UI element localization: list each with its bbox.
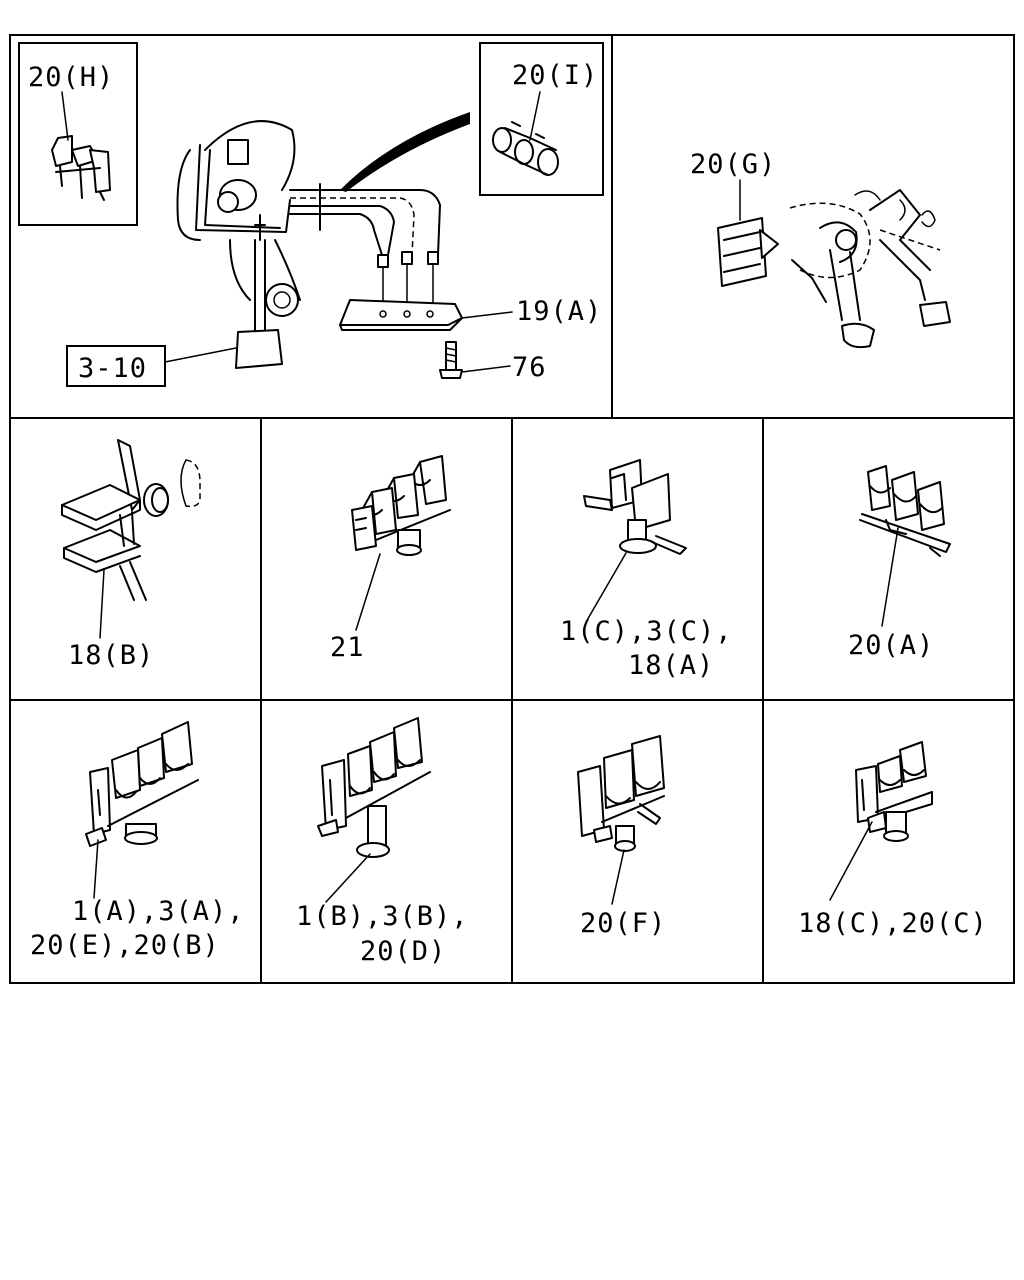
inset-20h: 20(H) — [18, 42, 138, 226]
panel-20g: 20(G) — [690, 149, 951, 349]
cell-1c-3c-18a: 1(C),3(C), 18(A) — [560, 459, 733, 681]
label-18b: 18(B) — [68, 640, 154, 671]
panel-pedal-assembly: 20(H) 20(I) — [18, 42, 604, 387]
label-20a: 20(A) — [848, 630, 934, 661]
clip-20a-icon — [859, 465, 951, 557]
label-1a-3a-line2: 20(E),20(B) — [30, 930, 220, 961]
inset-20h-label: 20(H) — [28, 62, 114, 93]
cell-20a: 20(A) — [848, 465, 951, 661]
label-1b-3b-line2: 20(D) — [360, 936, 446, 967]
label-20f: 20(F) — [580, 908, 666, 939]
cell-18b: 18(B) — [61, 439, 201, 671]
pedal-assembly-icon — [176, 120, 441, 369]
callout-76: 76 — [512, 352, 547, 383]
label-21: 21 — [330, 632, 365, 663]
ref-box-3-10: 3-10 — [66, 345, 166, 387]
inset-20i-label: 20(I) — [512, 60, 598, 91]
clip-20i-icon — [492, 121, 559, 176]
cell-1a-3a-20e-20b: 1(A),3(A), 20(E),20(B) — [30, 721, 245, 961]
label-1a-3a-line1: 1(A),3(A), — [72, 896, 245, 927]
clip-18c-icon — [855, 741, 933, 842]
cell-21: 21 — [330, 455, 451, 663]
bracket-19a-icon — [339, 299, 463, 331]
clip-1b-icon — [317, 717, 431, 858]
callout-20g: 20(G) — [690, 149, 776, 180]
callout-19a: 19(A) — [516, 296, 602, 327]
inset-20i: 20(I) — [479, 42, 604, 196]
ref-box-label: 3-10 — [78, 353, 147, 384]
label-1b-3b-line1: 1(B),3(B), — [296, 901, 469, 932]
cell-1b-3b-20d: 1(B),3(B), 20(D) — [296, 717, 469, 967]
cell-18c-20c: 18(C),20(C) — [798, 741, 988, 939]
label-1c-3c-18a-line2: 18(A) — [628, 650, 714, 681]
clip-21-icon — [351, 455, 451, 556]
pointer-arrow — [340, 112, 470, 192]
label-18c-20c: 18(C),20(C) — [798, 908, 988, 939]
clip-1c-icon — [583, 459, 687, 555]
cell-20f: 20(F) — [577, 735, 666, 939]
clip-1a-icon — [85, 721, 199, 847]
clip-20h-icon — [51, 135, 111, 201]
bolt-76-icon — [439, 341, 463, 379]
clip-20f-icon — [577, 735, 665, 852]
pedal-bracket-icon — [789, 189, 951, 349]
label-1c-3c-18a-line1: 1(C),3(C), — [560, 616, 733, 647]
clip-18b-icon — [61, 439, 201, 601]
grid-frame — [9, 34, 1015, 984]
clip-20g-icon — [717, 217, 779, 287]
